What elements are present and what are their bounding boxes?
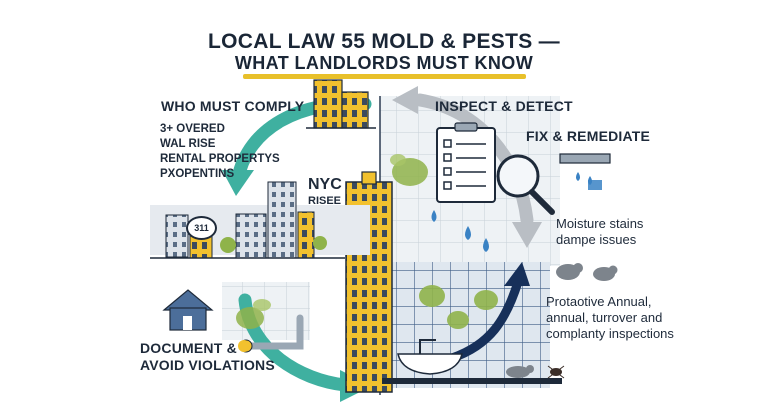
inspections-line-3: complanty inspections (546, 326, 674, 341)
mold-spot-bathroom (419, 285, 498, 329)
who-line-1: 3+ OVERED (160, 123, 225, 135)
mold-spot-left (236, 299, 271, 329)
rat-icon (556, 263, 618, 281)
moisture-line-1: Moisture stains (556, 216, 644, 231)
magnifier-icon (496, 154, 555, 215)
moisture-line-2: dampe issues (556, 232, 637, 247)
page-title-line2: WHAT LANDLORDS MUST KNOW (234, 53, 534, 73)
city-skyline (150, 181, 370, 259)
document-line-2: AVOID VIOLATIONS (140, 357, 275, 373)
mold-spot-upper (390, 154, 428, 186)
leaking-pipe-icon (559, 153, 611, 190)
moisture-text: Moisture stains dampe issues (556, 216, 643, 248)
gear-icon (238, 340, 250, 352)
call-311-icon: 311 (186, 216, 217, 240)
house-icon (162, 289, 214, 331)
water-drop-icon (431, 210, 489, 252)
inspections-line-1: Protaotive Annual, (546, 294, 652, 309)
document-line-1: DOCUMENT & (140, 340, 237, 356)
who-must-comply-heading: WHO MUST COMPLY (161, 98, 305, 114)
document-heading: DOCUMENT & AVOID VIOLATIONS (140, 340, 275, 374)
inspect-detect-heading: INSPECT & DETECT (435, 98, 573, 114)
title-underline (243, 74, 526, 79)
who-line-2: WAL RISE (160, 138, 216, 150)
who-must-comply-list: 3+ OVERED WAL RISE RENTAL PROPERTYS PXOP… (160, 122, 280, 182)
nyc-label: NYC (308, 176, 342, 193)
who-line-3: RENTAL PROPERTYS (160, 153, 280, 165)
inspections-text: Protaotive Annual, annual, turrover and … (546, 294, 674, 342)
fix-remediate-heading: FIX & REMEDIATE (526, 128, 651, 144)
rat-floor-icon (506, 365, 534, 378)
building-icon (306, 79, 376, 129)
risee-label: RISEE (308, 195, 342, 207)
page-title-line1: LOCAL LAW 55 MOLD & PESTS — (208, 30, 560, 53)
inspections-line-2: annual, turrover and (546, 310, 663, 325)
who-line-4: PXOPENTINS (160, 168, 235, 180)
clipboard-checklist-icon (436, 122, 496, 203)
cockroach-icon (547, 365, 565, 379)
navy-cycle-arrow (447, 262, 530, 363)
tiles-lower-left (222, 282, 310, 340)
sink-icon (382, 339, 562, 384)
